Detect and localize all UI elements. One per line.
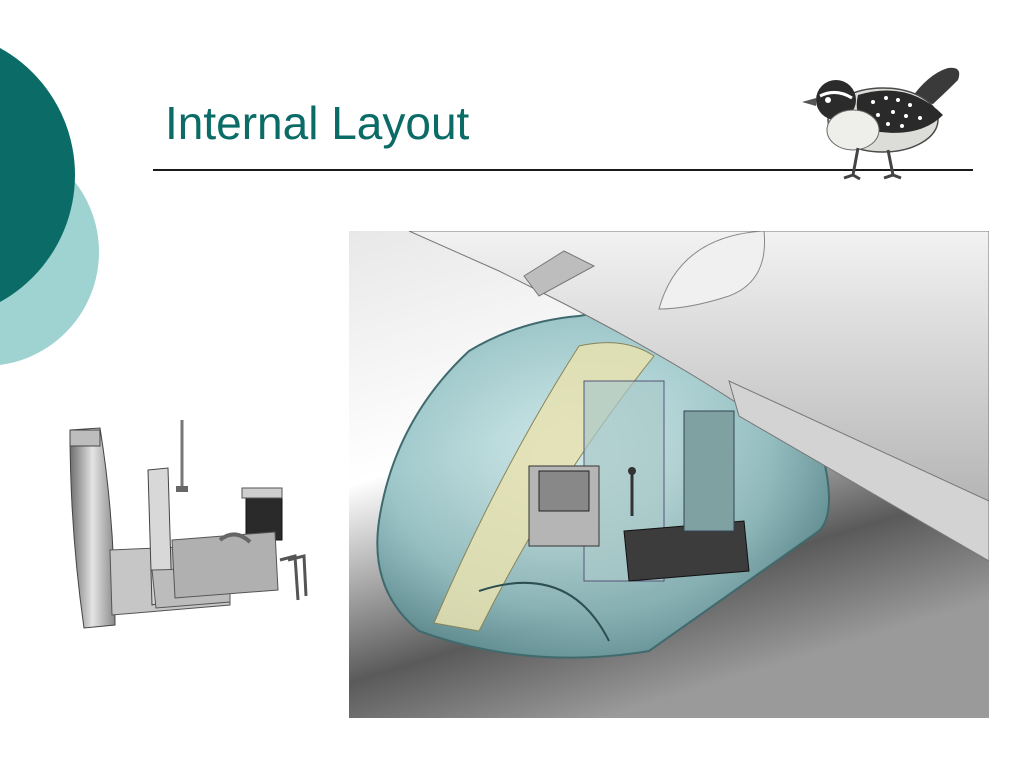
decorative-circles xyxy=(0,48,99,365)
title-divider xyxy=(153,169,973,171)
transparent-fuselage-cutaway xyxy=(349,231,989,718)
cockpit-interior-model xyxy=(69,420,308,629)
slide-title: Internal Layout xyxy=(165,97,470,149)
bird-logo-icon xyxy=(802,67,960,181)
